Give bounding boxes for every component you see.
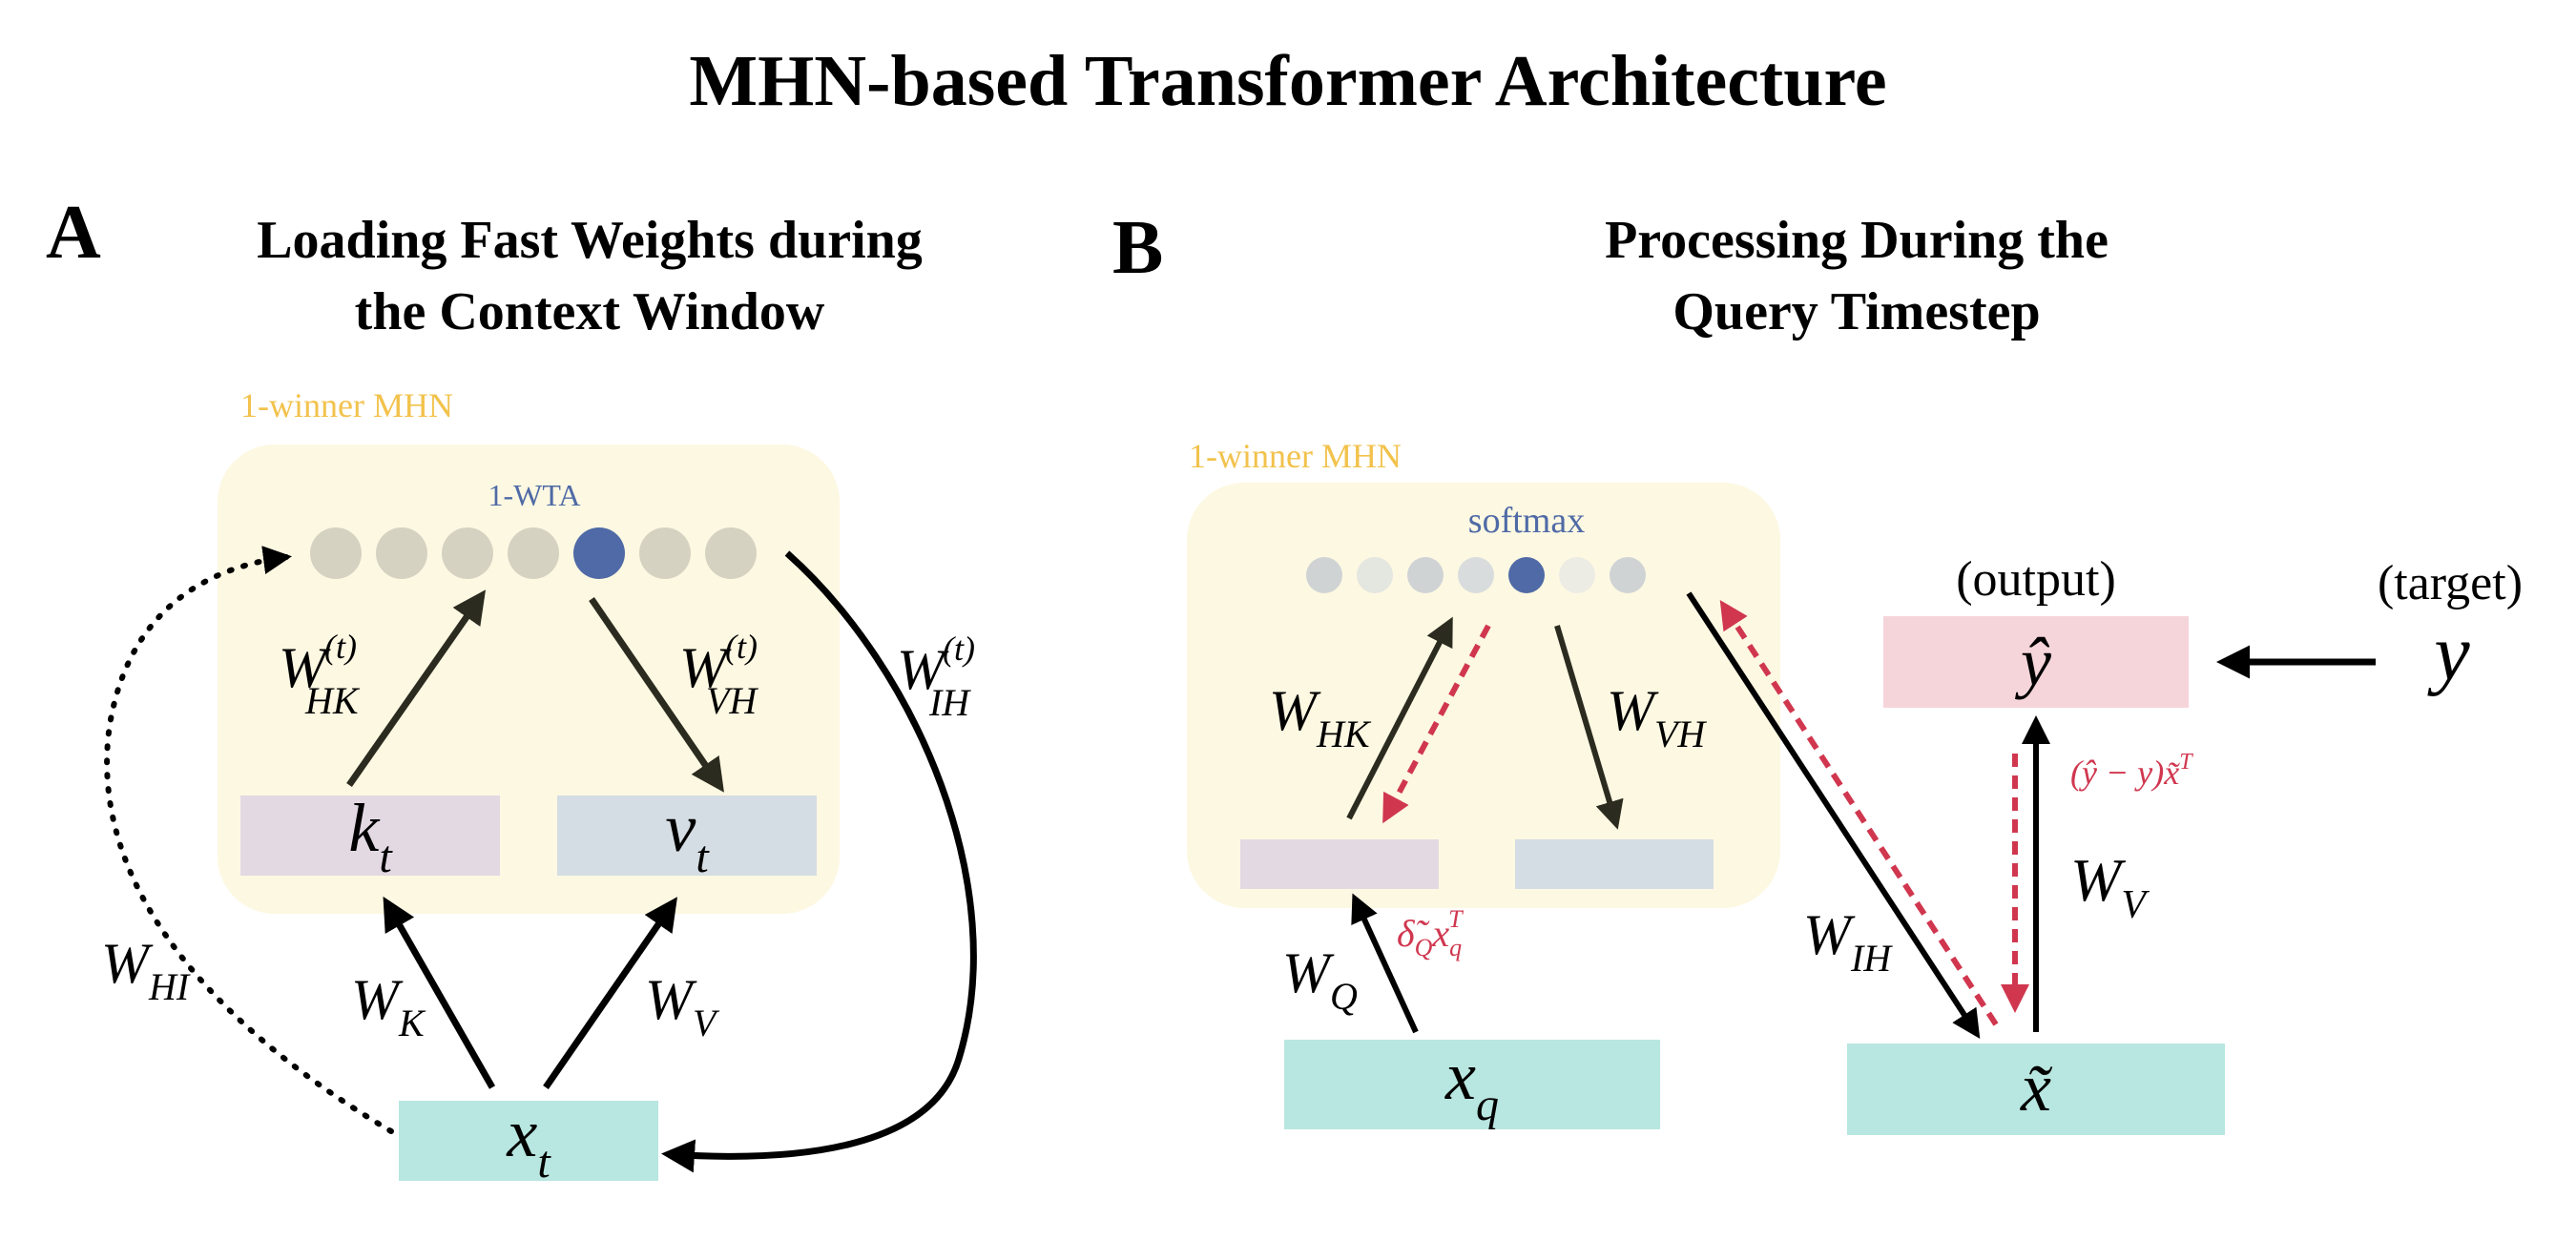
panel-a-w-vh-label: W(t)VH (679, 628, 758, 722)
panel-b-y-hat-box (1883, 616, 2189, 708)
arrow-x-to-hidden-dotted (104, 546, 394, 1134)
panel-b-w-vh-label: WVH (1607, 679, 1707, 755)
panel-a-mhn-label: 1-winner MHN (240, 386, 453, 424)
hidden-node (1559, 557, 1595, 593)
arrow-query-to-key (1351, 893, 1419, 1034)
panel-a-w-hk-label: W(t)HK (279, 628, 361, 722)
main-title: MHN-based Transformer Architecture (689, 41, 1886, 121)
hidden-node (1357, 557, 1393, 593)
panel-b-w-v-label: WV (2070, 846, 2150, 927)
panel-a-key-label: kt (348, 790, 393, 882)
panel-b-y-hat-label: ŷ (2014, 624, 2051, 700)
arrow-x-to-v (543, 897, 677, 1089)
hidden-node (1407, 557, 1444, 593)
arrow-hidden-to-v (589, 597, 724, 793)
panel-b-y-label: y (2426, 609, 2470, 697)
arrow-hidden-to-value (1554, 625, 1624, 830)
panel-b-hidden-nodes (1306, 557, 1646, 593)
arrow-key-to-hidden (1346, 616, 1453, 820)
panel-a-input-label: xt (506, 1095, 551, 1188)
panel-b-w-q-label: WQ (1282, 941, 1358, 1018)
panel-a-title-line2: the Context Window (355, 282, 825, 341)
panel-a-input-box (399, 1101, 658, 1181)
panel-b-key-box (1240, 839, 1439, 889)
panel-a-letter: A (46, 191, 101, 275)
arrow-hidden-to-xtilde (1686, 591, 1981, 1040)
panel-a-w-ih-label: W(t)IH (897, 630, 975, 724)
hidden-node (1458, 557, 1494, 593)
panel-b-title-line2: Query Timestep (1672, 282, 2040, 341)
panel-b-query-box (1284, 1040, 1660, 1129)
panel-b: B Processing During the Query Timestep 1… (1112, 206, 2523, 1135)
arrow-hidden-to-x (661, 550, 977, 1173)
panel-a-value-label: vt (665, 790, 710, 882)
arrow-error-to-key (1382, 624, 1491, 824)
panel-a-hidden-nodes (310, 527, 757, 579)
hidden-node-active (1508, 557, 1545, 593)
hidden-node (705, 527, 757, 579)
hidden-node (508, 527, 559, 579)
panel-a: A Loading Fast Weights during the Contex… (46, 191, 977, 1188)
panel-b-grad-key-label: δ̃QxqT (1397, 905, 1464, 961)
panel-a-value-box (557, 796, 817, 876)
hidden-node (376, 527, 427, 579)
hidden-node (1306, 557, 1342, 593)
panel-b-mhn-label: 1-winner MHN (1189, 437, 1402, 475)
panel-a-activation-label: 1-WTA (488, 478, 581, 512)
panel-b-x-tilde-box (1847, 1044, 2225, 1135)
panel-b-letter: B (1112, 206, 1163, 290)
panel-b-w-ih-label: WIH (1803, 903, 1893, 980)
hidden-node (442, 527, 493, 579)
hidden-node (639, 527, 691, 579)
panel-b-target-label: (target) (2378, 556, 2523, 610)
hidden-node (310, 527, 362, 579)
hidden-node-active (573, 527, 625, 579)
panel-b-query-label: xq (1444, 1038, 1499, 1130)
panel-b-x-tilde-label: x̃ (2020, 1049, 2053, 1126)
panel-b-output-label: (output) (1956, 552, 2116, 607)
arrow-x-to-k (383, 896, 496, 1089)
panel-a-w-v-label: WV (645, 968, 720, 1044)
hidden-node (1610, 557, 1646, 593)
panel-a-key-box (240, 796, 500, 876)
panel-b-grad-out-label: (ŷ − y)x̃T (2070, 750, 2193, 792)
panel-b-title-line1: Processing During the (1605, 211, 2109, 270)
panel-a-w-hi-label: WHI (101, 932, 191, 1008)
arrow-error-to-hidden (1719, 599, 1999, 1026)
panel-b-activation-label: softmax (1468, 501, 1585, 541)
panel-b-value-box (1515, 839, 1714, 889)
panel-b-w-hk-label: WHK (1269, 679, 1372, 755)
arrow-k-to-hidden (346, 589, 487, 788)
panel-a-title-line1: Loading Fast Weights during (257, 211, 923, 270)
panel-a-w-k-label: WK (351, 968, 426, 1044)
